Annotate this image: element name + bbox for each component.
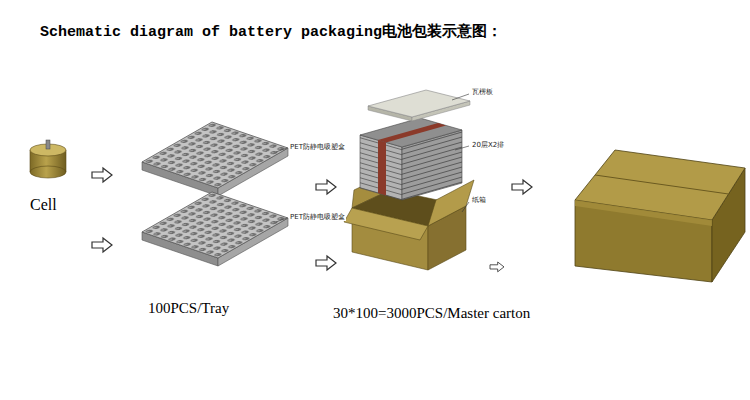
quantity-label: 100PCS/Tray <box>148 300 229 317</box>
leader-line <box>452 94 469 100</box>
arrow-symbol <box>316 256 336 270</box>
leader-line <box>462 202 469 212</box>
master-carton <box>575 150 745 282</box>
callout-label: 瓦楞板 <box>471 88 494 96</box>
arrow-symbol <box>92 168 112 182</box>
arrow-symbol <box>490 262 504 272</box>
corrugated-board <box>368 90 470 121</box>
quantity-label: 30*100=3000PCS/Master carton <box>333 305 530 322</box>
callout-label: 20层X2排 <box>471 141 505 149</box>
arrow-symbol <box>92 238 112 252</box>
leader-line <box>276 148 287 152</box>
leader-line <box>455 146 469 150</box>
callout-label: 纸箱 <box>471 196 487 204</box>
arrow-symbol <box>316 180 336 194</box>
callout-label: PET防静电吸塑盒 <box>289 213 346 221</box>
arrow-symbol <box>512 180 532 194</box>
part-label: Cell <box>30 196 57 214</box>
tray-illustration <box>142 122 288 196</box>
cell-illustration <box>30 140 66 178</box>
diagram-title: Schematic diagram of battery packaging电池… <box>40 24 502 41</box>
tray-illustration <box>142 192 288 266</box>
tray-stack <box>360 118 462 200</box>
leader-line <box>276 218 287 222</box>
callout-label: PET防静电吸塑盒 <box>289 143 346 151</box>
